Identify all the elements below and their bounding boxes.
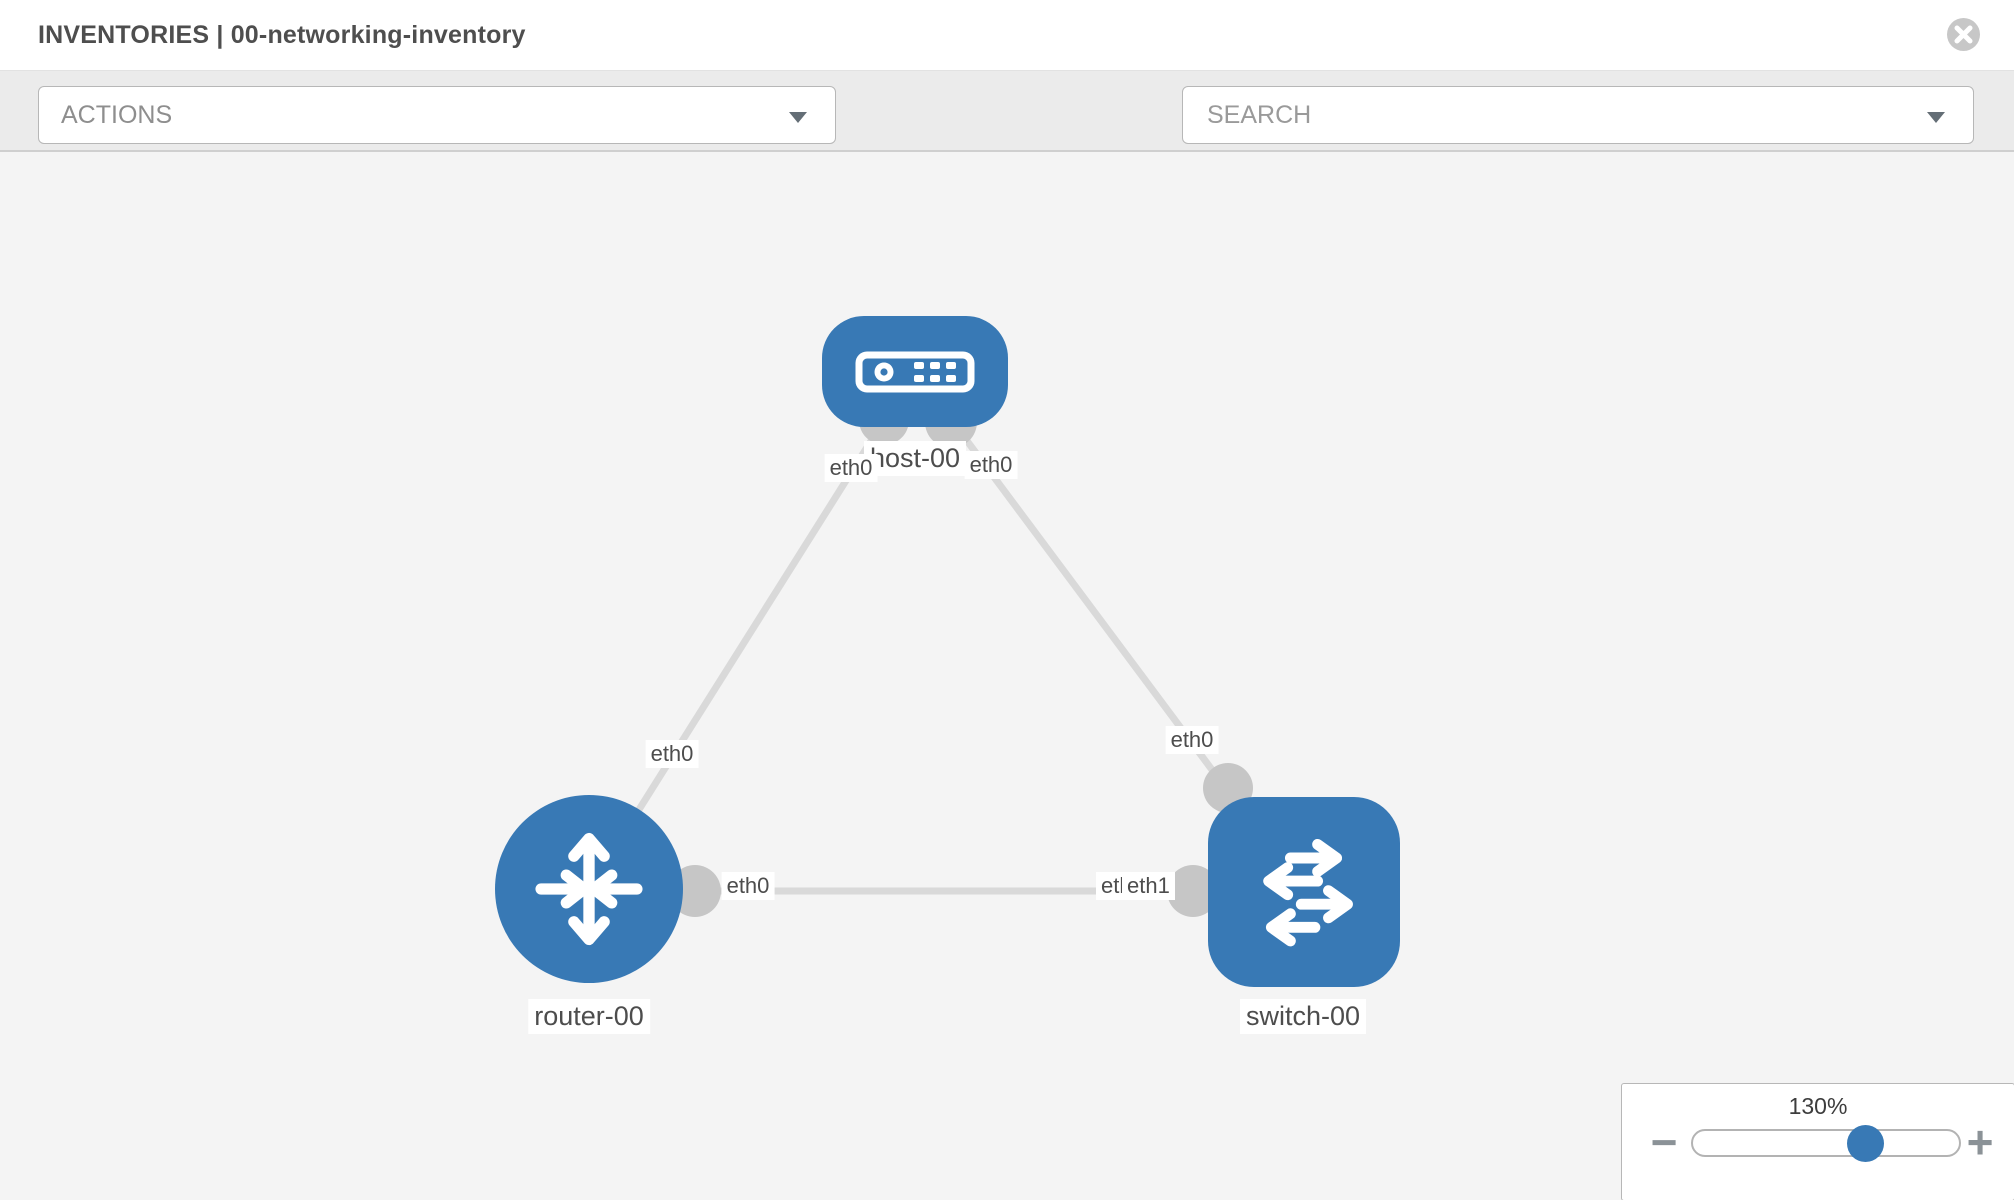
edge-label-switch-to-host: eth0 <box>1165 726 1219 754</box>
chevron-down-icon <box>789 112 807 123</box>
node-switch-00[interactable] <box>1208 797 1400 987</box>
router-arrows-icon <box>535 832 643 946</box>
close-button[interactable] <box>1947 18 1980 51</box>
close-icon <box>1954 25 1973 44</box>
zoom-in-button[interactable]: + <box>1966 1116 1994 1168</box>
actions-dropdown-value: ACTIONS <box>61 101 173 129</box>
node-host-00[interactable] <box>822 316 1008 427</box>
zoom-panel: 130% − + <box>1621 1083 2014 1200</box>
node-label-router: router-00 <box>528 999 650 1034</box>
edge-label-switch-to-router: eth1 <box>1122 872 1175 900</box>
edge-label-host-to-router: eth0 <box>824 454 878 482</box>
topology-canvas[interactable]: host-00 router-00 switch-00 eth0 eth0 et… <box>0 152 2014 1200</box>
toolbar: ACTIONS <box>0 70 2014 206</box>
zoom-slider-track[interactable] <box>1691 1125 1961 1162</box>
page-title: INVENTORIES | 00-networking-inventory <box>38 21 526 49</box>
header: INVENTORIES | 00-networking-inventory <box>0 0 2014 70</box>
edge-label-router-to-host: eth0 <box>645 740 699 768</box>
edge-label-router-to-switch: eth0 <box>721 872 775 900</box>
edge-label-host-to-switch: eth0 <box>964 451 1018 479</box>
node-router-00[interactable] <box>495 795 683 983</box>
zoom-out-button[interactable]: − <box>1650 1116 1678 1168</box>
chevron-down-icon <box>1927 112 1945 123</box>
server-icon <box>855 351 975 392</box>
node-label-switch: switch-00 <box>1239 999 1367 1034</box>
zoom-level-readout: 130% <box>1788 1093 1848 1119</box>
switch-arrows-icon <box>1263 838 1353 947</box>
search-dropdown[interactable] <box>1182 86 1974 144</box>
actions-dropdown[interactable]: ACTIONS <box>38 86 836 144</box>
interface-dot[interactable] <box>1167 865 1219 917</box>
zoom-slider-thumb[interactable] <box>1847 1125 1884 1162</box>
topology-graph <box>586 368 1306 917</box>
node-label-host: host-00 <box>863 441 967 476</box>
search-input[interactable] <box>1183 87 1973 143</box>
